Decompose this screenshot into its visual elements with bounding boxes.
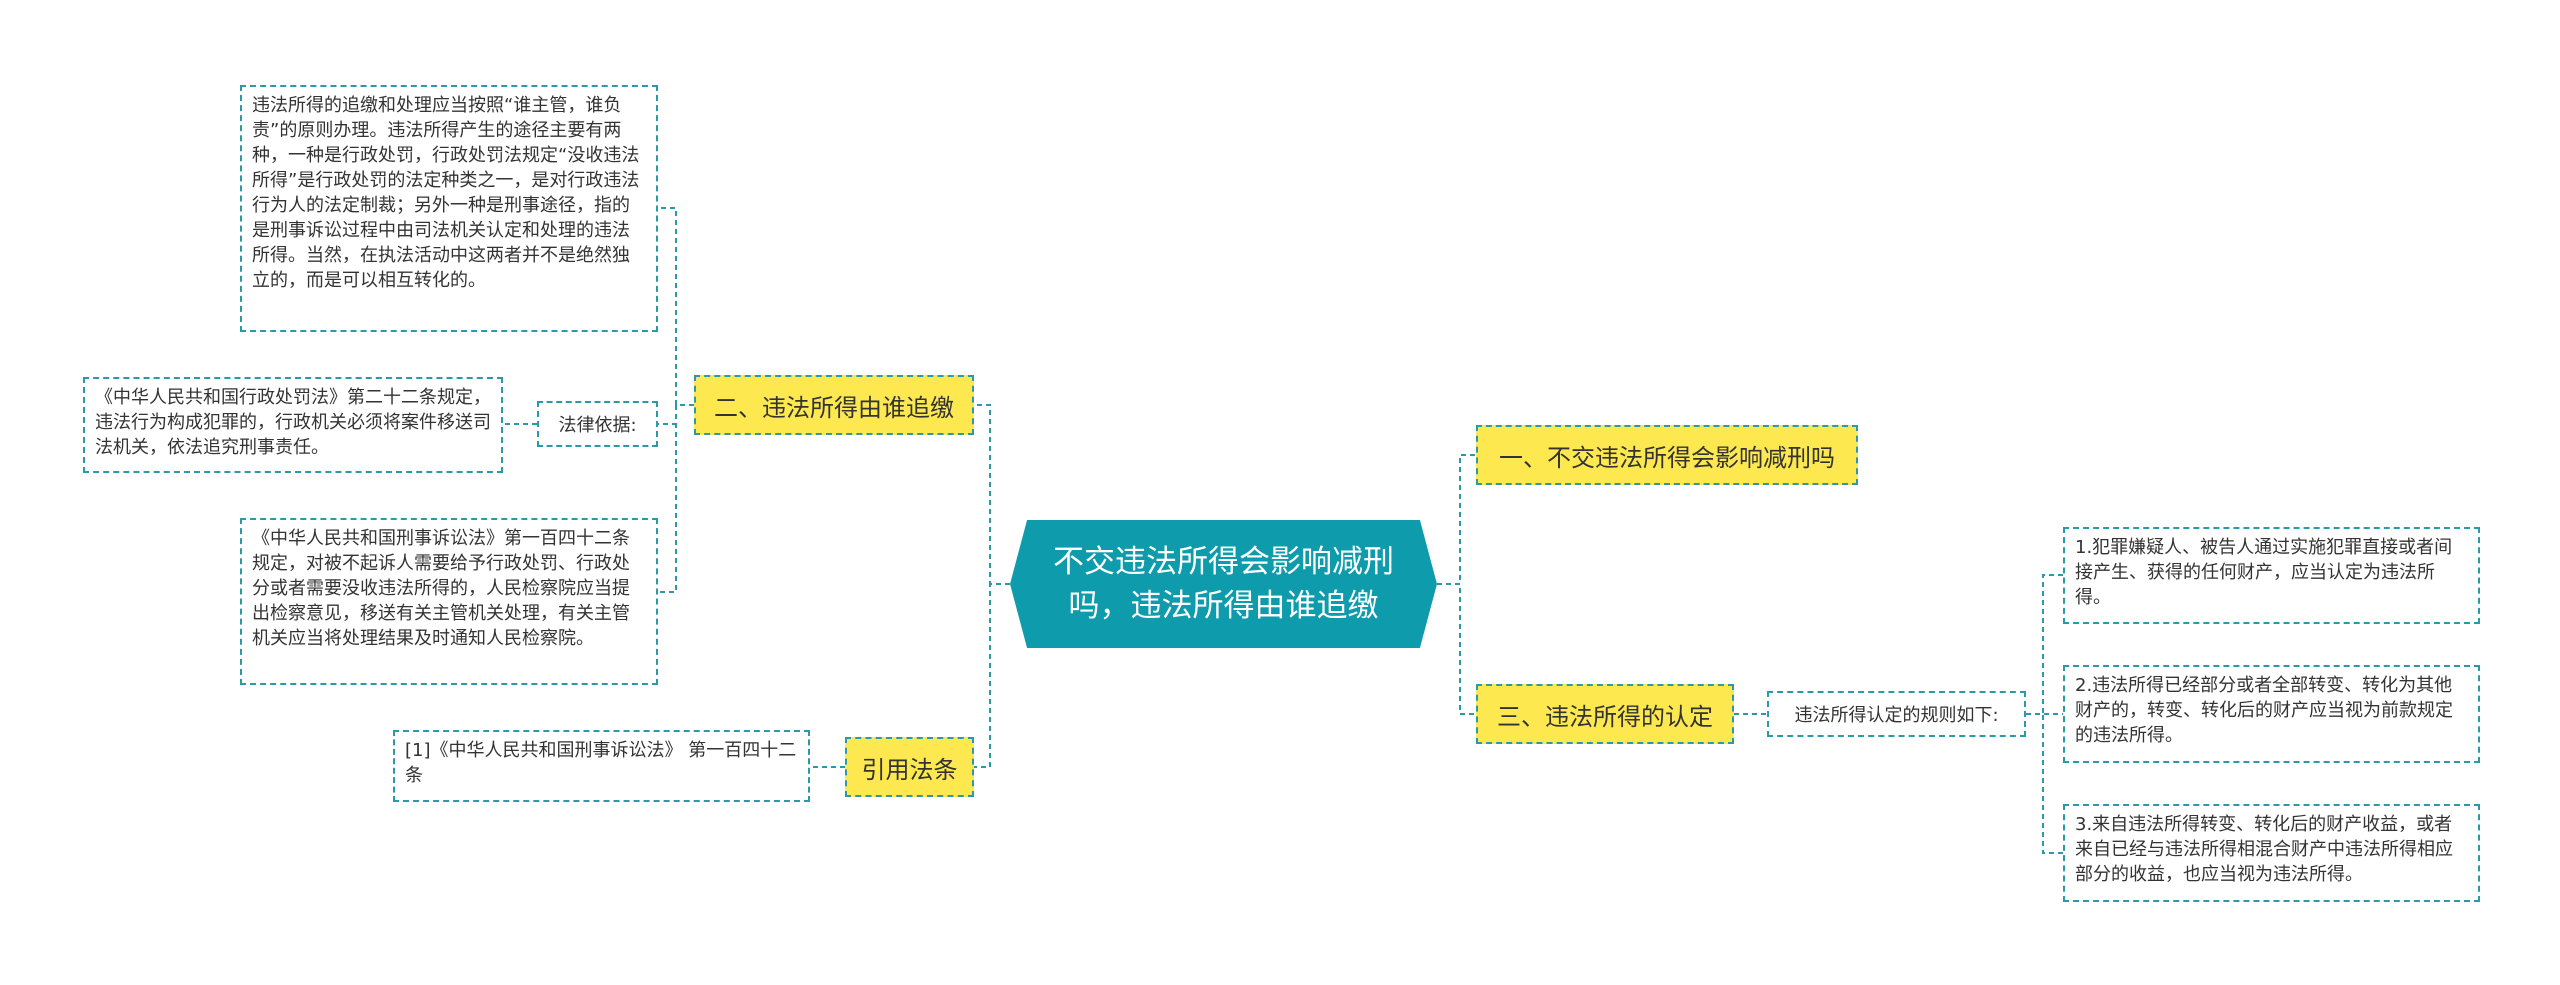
- citation-box[interactable]: [1]《中华人民共和国刑事诉讼法》 第一百四十二条: [393, 730, 810, 802]
- rule-1-box[interactable]: 1.犯罪嫌疑人、被告人通过实施犯罪直接或者间接产生、获得的任何财产，应当认定为违…: [2063, 527, 2480, 624]
- branch-topic-3-label: 三、违法所得的认定: [1497, 702, 1713, 731]
- rule-2-text: 2.违法所得已经部分或者全部转变、转化为其他财产的，转变、转化后的财产应当视为前…: [2075, 675, 2453, 746]
- connector-root-b1: [1437, 454, 1476, 585]
- connector-b2-principle: [658, 207, 694, 406]
- principle-text: 违法所得的追缴和处理应当按照“谁主管，谁负责”的原则办理。违法所得产生的途径主要…: [252, 95, 640, 291]
- criminal-procedure-law-box[interactable]: 《中华人民共和国刑事诉讼法》第一百四十二条规定，对被不起诉人需要给予行政处罚、行…: [240, 518, 658, 685]
- branch-topic-3[interactable]: 三、违法所得的认定: [1476, 684, 1734, 744]
- root-topic[interactable]: 不交违法所得会影响减刑吗，违法所得由谁追缴: [1010, 520, 1437, 648]
- citation-text: [1]《中华人民共和国刑事诉讼法》 第一百四十二条: [405, 740, 797, 786]
- rule-3-box[interactable]: 3.来自违法所得转变、转化后的财产收益，或者来自已经与违法所得相混合财产中违法所…: [2063, 804, 2480, 902]
- rule-1-text: 1.犯罪嫌疑人、被告人通过实施犯罪直接或者间接产生、获得的任何财产，应当认定为违…: [2075, 537, 2453, 608]
- connector-b2-criminal-procedure: [658, 404, 694, 593]
- criminal-procedure-law-text: 《中华人民共和国刑事诉讼法》第一百四十二条规定，对被不起诉人需要给予行政处罚、行…: [252, 528, 630, 649]
- rule-2-box[interactable]: 2.违法所得已经部分或者全部转变、转化为其他财产的，转变、转化后的财产应当视为前…: [2063, 665, 2480, 763]
- legal-basis-node[interactable]: 法律依据:: [537, 401, 658, 447]
- connector-root-b3: [1437, 583, 1476, 715]
- branch-topic-1-label: 一、不交违法所得会影响减刑吗: [1499, 443, 1835, 472]
- root-topic-label: 不交违法所得会影响减刑吗，违法所得由谁追缴: [1053, 544, 1394, 624]
- connector-rule-1: [2026, 574, 2063, 715]
- branch-topic-1[interactable]: 一、不交违法所得会影响减刑吗: [1476, 425, 1858, 485]
- branch-topic-2[interactable]: 二、违法所得由谁追缴: [694, 375, 974, 435]
- connector-root-b2: [974, 404, 1010, 585]
- connector-rule-3: [2026, 713, 2063, 854]
- rule-3-text: 3.来自违法所得转变、转化后的财产收益，或者来自已经与违法所得相混合财产中违法所…: [2075, 814, 2453, 885]
- rule-intro-label: 违法所得认定的规则如下:: [1794, 705, 1999, 726]
- rule-intro-node[interactable]: 违法所得认定的规则如下:: [1767, 691, 2026, 737]
- branch-topic-4[interactable]: 引用法条: [845, 737, 974, 797]
- branch-topic-2-label: 二、违法所得由谁追缴: [714, 393, 954, 422]
- connector-root-b4: [974, 583, 1010, 768]
- principle-text-box[interactable]: 违法所得的追缴和处理应当按照“谁主管，谁负责”的原则办理。违法所得产生的途径主要…: [240, 85, 658, 332]
- branch-topic-4-label: 引用法条: [861, 755, 958, 784]
- legal-basis-label: 法律依据:: [558, 415, 637, 436]
- admin-penalty-law-box[interactable]: 《中华人民共和国行政处罚法》第二十二条规定，违法行为构成犯罪的，行政机关必须将案…: [83, 377, 503, 473]
- admin-penalty-law-text: 《中华人民共和国行政处罚法》第二十二条规定，违法行为构成犯罪的，行政机关必须将案…: [95, 387, 491, 458]
